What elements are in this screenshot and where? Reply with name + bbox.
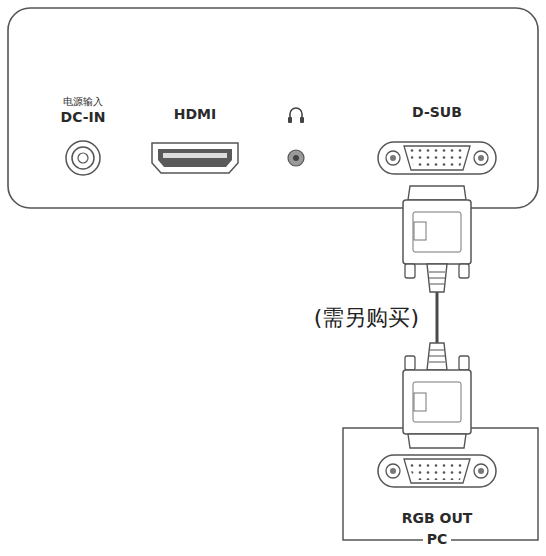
d-sub-port (378, 142, 496, 174)
vga-plug-top (403, 186, 471, 292)
port-label: 电源输入 (63, 96, 103, 108)
cable-note: (需另购买) (312, 305, 421, 331)
hdmi-port (152, 143, 238, 173)
monitor-panel: 电源输入DC-IN HDMI D-SUB (8, 8, 538, 208)
port-label: DC-IN (61, 109, 106, 125)
panel-outline (8, 8, 538, 208)
vga-plug-bottom (403, 343, 471, 448)
port-label: HDMI (174, 106, 216, 122)
pc-box: RGB OUTPC (343, 428, 538, 540)
rgb-out-port (378, 455, 496, 487)
pc-box-outline (343, 428, 538, 540)
device-label: PC (423, 531, 452, 547)
dc-in-port (66, 141, 100, 175)
port-label: RGB OUT (402, 510, 473, 526)
port-label: D-SUB (412, 104, 462, 120)
headphone-jack (288, 108, 304, 166)
